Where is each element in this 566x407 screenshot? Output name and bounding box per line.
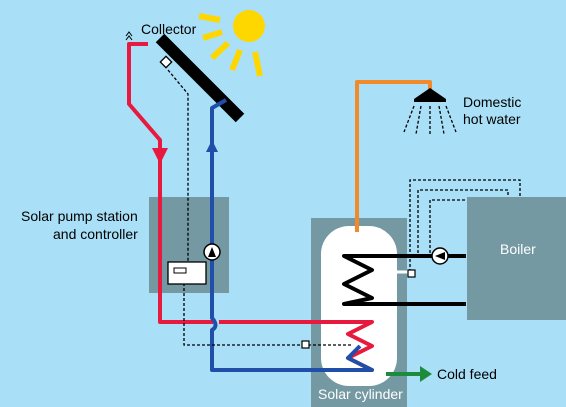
cold-feed-valve [420, 366, 432, 382]
return-arrow [206, 140, 218, 152]
collector-label: Collector [141, 21, 197, 37]
boiler-sensor [407, 269, 416, 278]
return-pipe [210, 98, 352, 372]
controller-icon [167, 261, 207, 285]
cylinder-sensor [301, 340, 310, 349]
boiler-wire-1 [409, 179, 521, 272]
solar-cylinder-label: Solar cylinder [318, 386, 403, 402]
pump-icon [203, 243, 221, 261]
domestic-hot-water-label-2: hot water [463, 111, 521, 127]
collector-panel [155, 33, 245, 123]
cold-feed-label: Cold feed [437, 366, 497, 382]
pump-station-label-2: and controller [53, 226, 138, 242]
sun-icon [198, 10, 265, 77]
boiler-wire-2 [417, 189, 509, 258]
pump-station-label-1: Solar pump station [21, 208, 138, 224]
collector-sensor-wire [167, 69, 189, 268]
hot-flow-pipe [127, 42, 213, 324]
dhw-pipe [355, 80, 432, 232]
boiler-wire-3 [429, 199, 467, 258]
domestic-hot-water-label-1: Domestic [463, 94, 521, 110]
solar-coil-bottom [346, 344, 374, 372]
air-vent-icon [125, 31, 133, 41]
cylinder-sensor-wire [183, 268, 302, 346]
collector-sensor [159, 55, 173, 69]
boiler-box [467, 197, 566, 320]
boiler-label: Boiler [500, 241, 536, 257]
boiler-pump-icon [431, 247, 449, 265]
boiler-coil [342, 254, 466, 306]
shower-icon [403, 88, 457, 135]
